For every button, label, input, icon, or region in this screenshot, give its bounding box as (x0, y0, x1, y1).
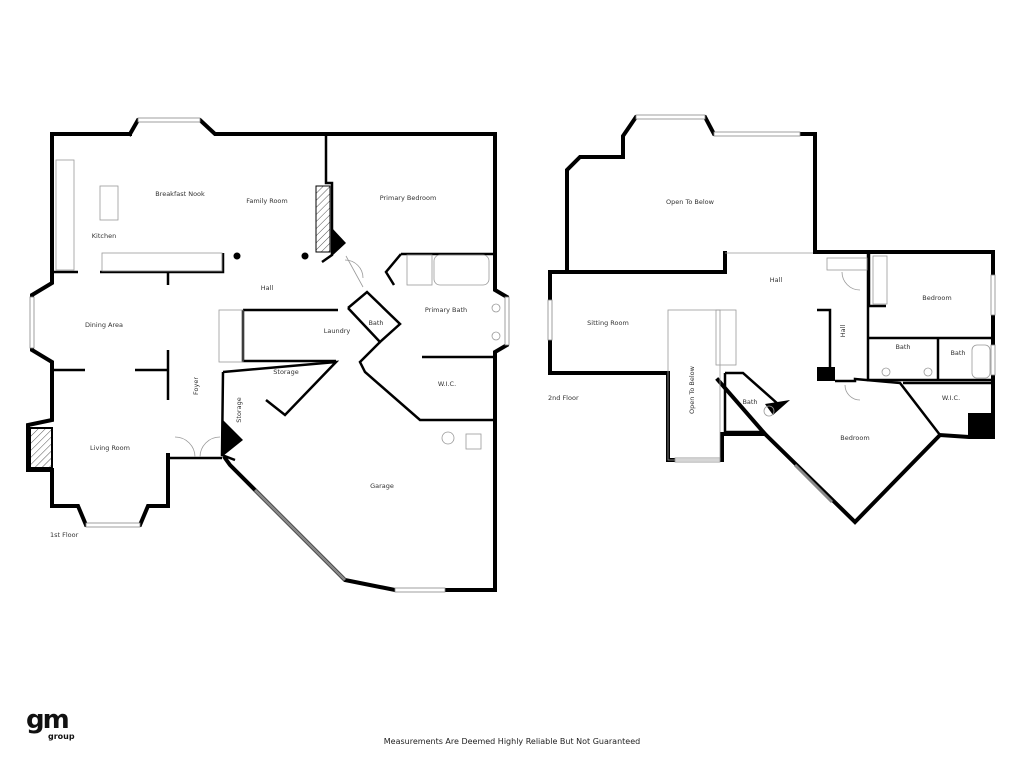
stairs (218, 309, 244, 363)
room-label-laundry: Laundry (324, 327, 351, 335)
room-label-storage: Storage (273, 368, 298, 376)
wall-block (817, 367, 835, 381)
wall (384, 253, 402, 286)
room-label-garage: Garage (370, 482, 394, 490)
window (990, 344, 996, 376)
room-label-bath: Bath (742, 398, 757, 406)
second-floor-plan: Open To Below Hall Bedroom Sitting Room … (547, 114, 996, 525)
room-label-wic: W.I.C. (942, 394, 960, 402)
primary-bedroom-door[interactable] (344, 259, 364, 279)
room-label-foyer: Foyer (192, 377, 200, 395)
stairs (715, 309, 737, 366)
open-to-below-area (667, 309, 721, 461)
door[interactable] (841, 271, 861, 291)
kitchen-counter (55, 159, 75, 271)
furnace (465, 433, 482, 450)
sink (923, 367, 933, 377)
window (547, 299, 553, 341)
laundry-wall (241, 310, 336, 363)
room-label-dining-area: Dining Area (85, 321, 123, 329)
bath-wall (725, 371, 779, 405)
sink (763, 405, 775, 417)
logo-sub-text: group (48, 732, 75, 741)
window (137, 117, 201, 123)
sink (491, 303, 501, 313)
storage-wall (220, 371, 236, 462)
wall-block (968, 413, 993, 437)
room-label-hall-vertical: Hall (839, 325, 847, 338)
room-label-family-room: Family Room (246, 197, 288, 205)
disclaimer-text: Measurements Are Deemed Highly Reliable … (383, 737, 641, 746)
window (713, 131, 801, 137)
wall (817, 308, 832, 370)
second-floor-exterior-wall (762, 250, 995, 525)
window (29, 296, 35, 349)
sink (491, 331, 501, 341)
shower (406, 254, 433, 286)
room-label-kitchen: Kitchen (92, 232, 116, 240)
room-label-open-to-below: Open To Below (666, 198, 715, 206)
wall (835, 377, 941, 436)
room-label-living-room: Living Room (90, 444, 130, 452)
room-label-primary-bath: Primary Bath (425, 306, 467, 314)
column (233, 252, 241, 260)
bathtub (433, 254, 490, 286)
wall-block (223, 420, 243, 456)
room-label-bath: Bath (368, 319, 383, 327)
wall (345, 255, 364, 288)
kitchen-island-cooktop (99, 185, 119, 221)
room-label-breakfast-nook: Breakfast Nook (155, 190, 205, 198)
window (504, 296, 510, 346)
room-label-hall: Hall (770, 276, 783, 284)
window (635, 114, 706, 120)
front-door[interactable] (174, 436, 221, 458)
room-label-bath: Bath (895, 343, 910, 351)
window (85, 522, 141, 528)
window (394, 587, 446, 593)
wall (867, 253, 886, 308)
fireplace (29, 427, 53, 469)
open-to-below-wall (565, 115, 817, 274)
room-label-hall: Hall (261, 284, 274, 292)
logo-main-text: gm (26, 705, 70, 735)
room-label-bath: Bath (950, 349, 965, 357)
room-label-storage-side: Storage (235, 397, 243, 422)
gm-group-logo: gm group (26, 705, 82, 744)
wall (565, 251, 727, 274)
bath-walls (347, 290, 402, 344)
garage-door (253, 488, 347, 582)
window (793, 463, 834, 504)
sink (881, 367, 891, 377)
floor-label-1st: 1st Floor (50, 531, 79, 539)
door[interactable] (844, 384, 861, 401)
kitchen-counter (101, 252, 223, 272)
bath-wall (723, 373, 765, 434)
column (301, 252, 309, 260)
wic-wall (358, 341, 495, 422)
wall (100, 253, 225, 274)
closet-shelf (826, 257, 868, 271)
floor-label-2nd: 2nd Floor (548, 394, 579, 402)
room-label-sitting-room: Sitting Room (587, 319, 629, 327)
water-heater (441, 431, 455, 445)
storage-wall (222, 360, 340, 417)
wall-block (765, 400, 790, 415)
window (990, 274, 996, 316)
bathtub (971, 344, 991, 379)
closet-shelf (872, 255, 888, 305)
room-label-open-to-below-side: Open To Below (688, 365, 696, 414)
room-label-bedroom: Bedroom (922, 294, 951, 302)
fireplace (315, 185, 331, 253)
first-floor-exterior-wall (26, 132, 170, 527)
wall-block (332, 228, 346, 256)
room-label-wic: W.I.C. (438, 380, 456, 388)
room-label-bedroom: Bedroom (840, 434, 869, 442)
first-floor-plan: Breakfast Nook Family Room Primary Bedro… (26, 117, 510, 593)
fireplace-wall (321, 134, 334, 264)
room-label-primary-bedroom: Primary Bedroom (380, 194, 437, 202)
